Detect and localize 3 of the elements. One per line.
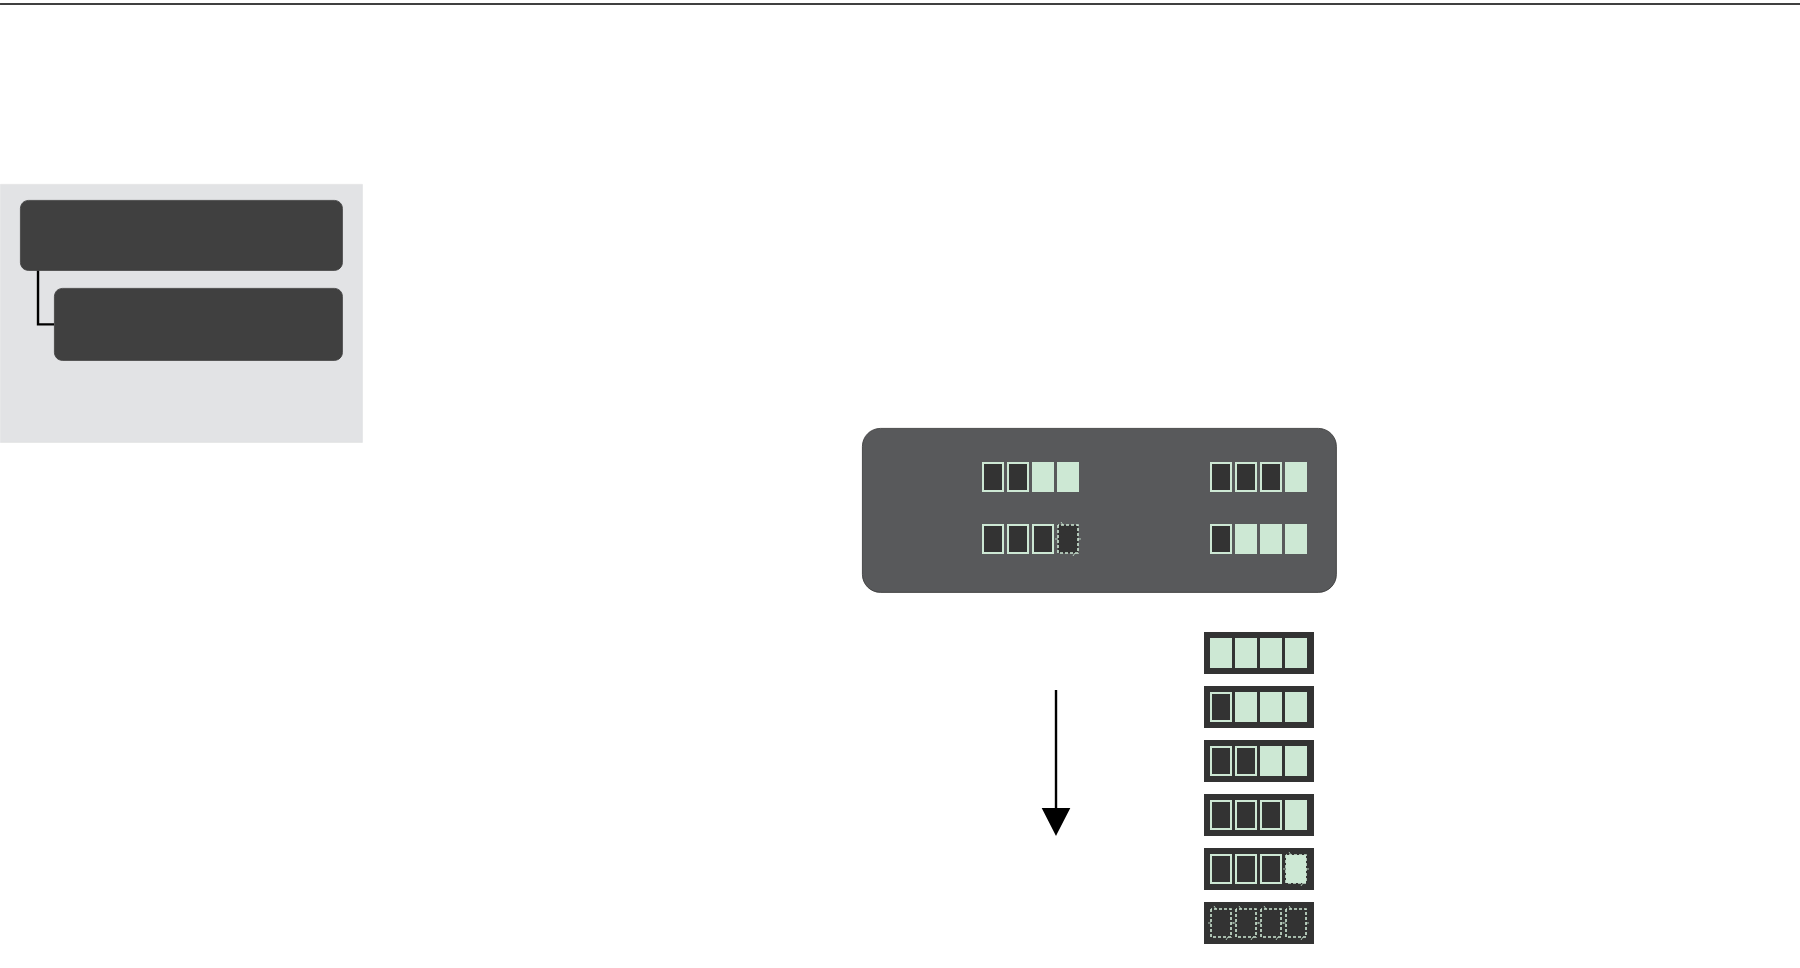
tree-connector bbox=[36, 270, 54, 326]
menu-box bbox=[54, 288, 343, 361]
menu-box bbox=[20, 200, 343, 271]
